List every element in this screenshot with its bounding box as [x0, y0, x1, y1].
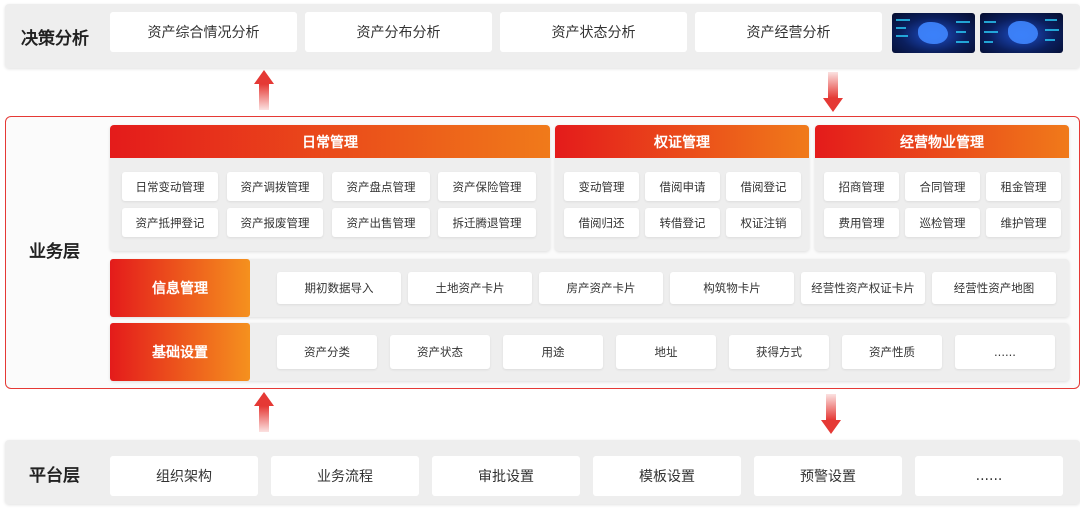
basic-item[interactable]: 地址: [616, 335, 716, 369]
business-layer: 业务层 日常管理 日常变动管理 资产调拨管理 资产盘点管理 资产保险管理 资产抵…: [5, 116, 1080, 389]
info-item[interactable]: 期初数据导入: [277, 272, 401, 304]
property-item[interactable]: 合同管理: [905, 172, 980, 201]
platform-item[interactable]: 模板设置: [593, 456, 741, 496]
platform-item-more[interactable]: ......: [915, 456, 1063, 496]
info-management-row: 信息管理 期初数据导入 土地资产卡片 房产资产卡片 构筑物卡片 经营性资产权证卡…: [110, 259, 1069, 317]
rights-item[interactable]: 借阅申请: [645, 172, 720, 201]
rights-item[interactable]: 借阅登记: [726, 172, 801, 201]
decision-layer-title: 决策分析: [21, 29, 89, 49]
platform-layer-title: 平台层: [29, 466, 80, 486]
info-item[interactable]: 经营性资产地图: [932, 272, 1056, 304]
rights-item[interactable]: 转借登记: [645, 208, 720, 237]
daily-item[interactable]: 资产报废管理: [227, 208, 323, 237]
daily-item[interactable]: 资产盘点管理: [332, 172, 430, 201]
decision-item-overview[interactable]: 资产综合情况分析: [110, 12, 297, 52]
rights-management-panel: 权证管理 变动管理 借阅申请 借阅登记 借阅归还 转借登记 权证注销: [555, 125, 809, 251]
basic-item[interactable]: 用途: [503, 335, 603, 369]
property-item[interactable]: 维护管理: [986, 208, 1061, 237]
platform-item[interactable]: 组织架构: [110, 456, 258, 496]
dashboard-thumbnail-2: [980, 13, 1063, 53]
daily-item[interactable]: 资产出售管理: [332, 208, 430, 237]
property-management-panel: 经营物业管理 招商管理 合同管理 租金管理 费用管理 巡检管理 维护管理: [815, 125, 1069, 251]
arrow-down-from-business: [821, 394, 841, 436]
platform-layer: 平台层 组织架构 业务流程 审批设置 模板设置 预警设置 ......: [5, 440, 1080, 504]
platform-item[interactable]: 业务流程: [271, 456, 419, 496]
basic-item[interactable]: 资产性质: [842, 335, 942, 369]
dashboard-thumbnail-1: [892, 13, 975, 53]
decision-layer: 决策分析 资产综合情况分析 资产分布分析 资产状态分析 资产经营分析: [5, 4, 1080, 68]
daily-management-panel: 日常管理 日常变动管理 资产调拨管理 资产盘点管理 资产保险管理 资产抵押登记 …: [110, 125, 550, 251]
property-item[interactable]: 租金管理: [986, 172, 1061, 201]
decision-item-status[interactable]: 资产状态分析: [500, 12, 687, 52]
rights-management-header: 权证管理: [555, 125, 809, 158]
decision-item-operation[interactable]: 资产经营分析: [695, 12, 882, 52]
property-item[interactable]: 招商管理: [824, 172, 899, 201]
rights-item[interactable]: 权证注销: [726, 208, 801, 237]
rights-item[interactable]: 借阅归还: [564, 208, 639, 237]
decision-item-distribution[interactable]: 资产分布分析: [305, 12, 492, 52]
basic-item[interactable]: 资产状态: [390, 335, 490, 369]
property-management-header: 经营物业管理: [815, 125, 1069, 158]
info-item[interactable]: 构筑物卡片: [670, 272, 794, 304]
daily-item[interactable]: 日常变动管理: [122, 172, 218, 201]
daily-item[interactable]: 拆迁腾退管理: [438, 208, 536, 237]
daily-management-header: 日常管理: [110, 125, 550, 158]
basic-item[interactable]: 获得方式: [729, 335, 829, 369]
daily-item[interactable]: 资产调拨管理: [227, 172, 323, 201]
platform-item[interactable]: 审批设置: [432, 456, 580, 496]
daily-item[interactable]: 资产抵押登记: [122, 208, 218, 237]
arrow-up-to-business: [254, 392, 274, 434]
info-item[interactable]: 经营性资产权证卡片: [801, 272, 925, 304]
arrow-down-from-decision: [823, 72, 843, 114]
basic-item-more[interactable]: ......: [955, 335, 1055, 369]
basic-settings-row: 基础设置 资产分类 资产状态 用途 地址 获得方式 资产性质 ......: [110, 323, 1069, 381]
info-item[interactable]: 房产资产卡片: [539, 272, 663, 304]
property-item[interactable]: 费用管理: [824, 208, 899, 237]
basic-item[interactable]: 资产分类: [277, 335, 377, 369]
info-management-header: 信息管理: [110, 259, 250, 317]
daily-item[interactable]: 资产保险管理: [438, 172, 536, 201]
info-item[interactable]: 土地资产卡片: [408, 272, 532, 304]
property-item[interactable]: 巡检管理: [905, 208, 980, 237]
basic-settings-header: 基础设置: [110, 323, 250, 381]
platform-item[interactable]: 预警设置: [754, 456, 902, 496]
business-layer-title: 业务层: [29, 242, 80, 262]
arrow-up-to-decision: [254, 70, 274, 112]
rights-item[interactable]: 变动管理: [564, 172, 639, 201]
